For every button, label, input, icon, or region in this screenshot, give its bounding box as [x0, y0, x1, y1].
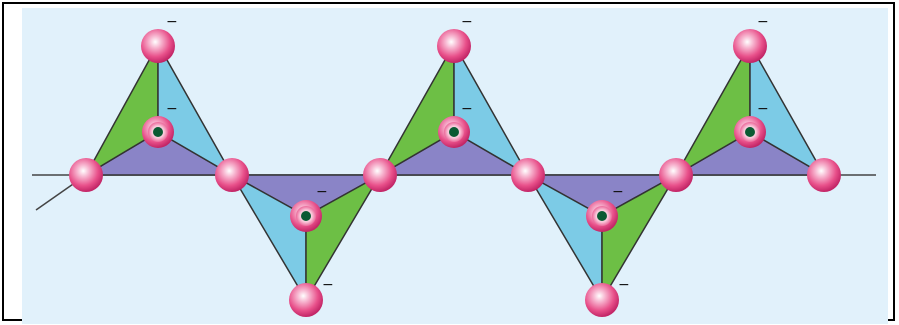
central-atoms: [142, 116, 766, 232]
tetrahedron-down-2: [527, 174, 677, 301]
oxygen-atoms: [69, 29, 841, 317]
tetrahedron-up-1: [85, 43, 233, 176]
charge-label-center-down-1: −: [316, 184, 328, 200]
tetra-4-face-right: [601, 174, 677, 301]
oxygen-atom-apex-2: [437, 29, 471, 63]
central-atom-4: [586, 200, 618, 232]
tetra-2-face-right: [305, 174, 381, 301]
charge-label-apex-1: −: [166, 14, 178, 30]
charge-label-bottom-2: −: [618, 277, 630, 293]
charge-label-bottom-1: −: [322, 277, 334, 293]
central-atom-2: [290, 200, 322, 232]
tetra-3-face-right: [453, 43, 529, 176]
oxygen-atom-bridge-3: [363, 158, 397, 192]
oxygen-atom-bridge-4: [511, 158, 545, 192]
oxygen-atom-bridge-2: [215, 158, 249, 192]
oxygen-atom-bridge-5: [659, 158, 693, 192]
oxygen-atom-apex-1: [141, 29, 175, 63]
tetrahedron-up-3: [675, 43, 825, 176]
tetra-5-face-right: [749, 43, 825, 176]
oxygen-atom-apex-3: [733, 29, 767, 63]
charge-label-apex-2: −: [461, 14, 473, 30]
central-atom-1: [142, 116, 174, 148]
charge-label-center-up-1: −: [166, 101, 178, 117]
oxygen-atom-bottom-2: [585, 283, 619, 317]
oxygen-atom-bridge-6: [807, 158, 841, 192]
charge-label-apex-3: −: [757, 14, 769, 30]
charge-label-center-up-3: −: [757, 101, 769, 117]
central-atom-3: [438, 116, 470, 148]
charge-label-center-up-2: −: [461, 101, 473, 117]
tetrahedron-down-1: [231, 174, 381, 301]
oxygen-atom-bottom-1: [289, 283, 323, 317]
tetra-1-face-right: [157, 43, 233, 176]
tetrahedron-up-2: [379, 43, 529, 176]
central-atom-5: [734, 116, 766, 148]
charge-label-center-down-2: −: [612, 184, 624, 200]
oxygen-atom-bridge-1: [69, 158, 103, 192]
charge-labels: − − − − − − − − − −: [166, 14, 769, 293]
